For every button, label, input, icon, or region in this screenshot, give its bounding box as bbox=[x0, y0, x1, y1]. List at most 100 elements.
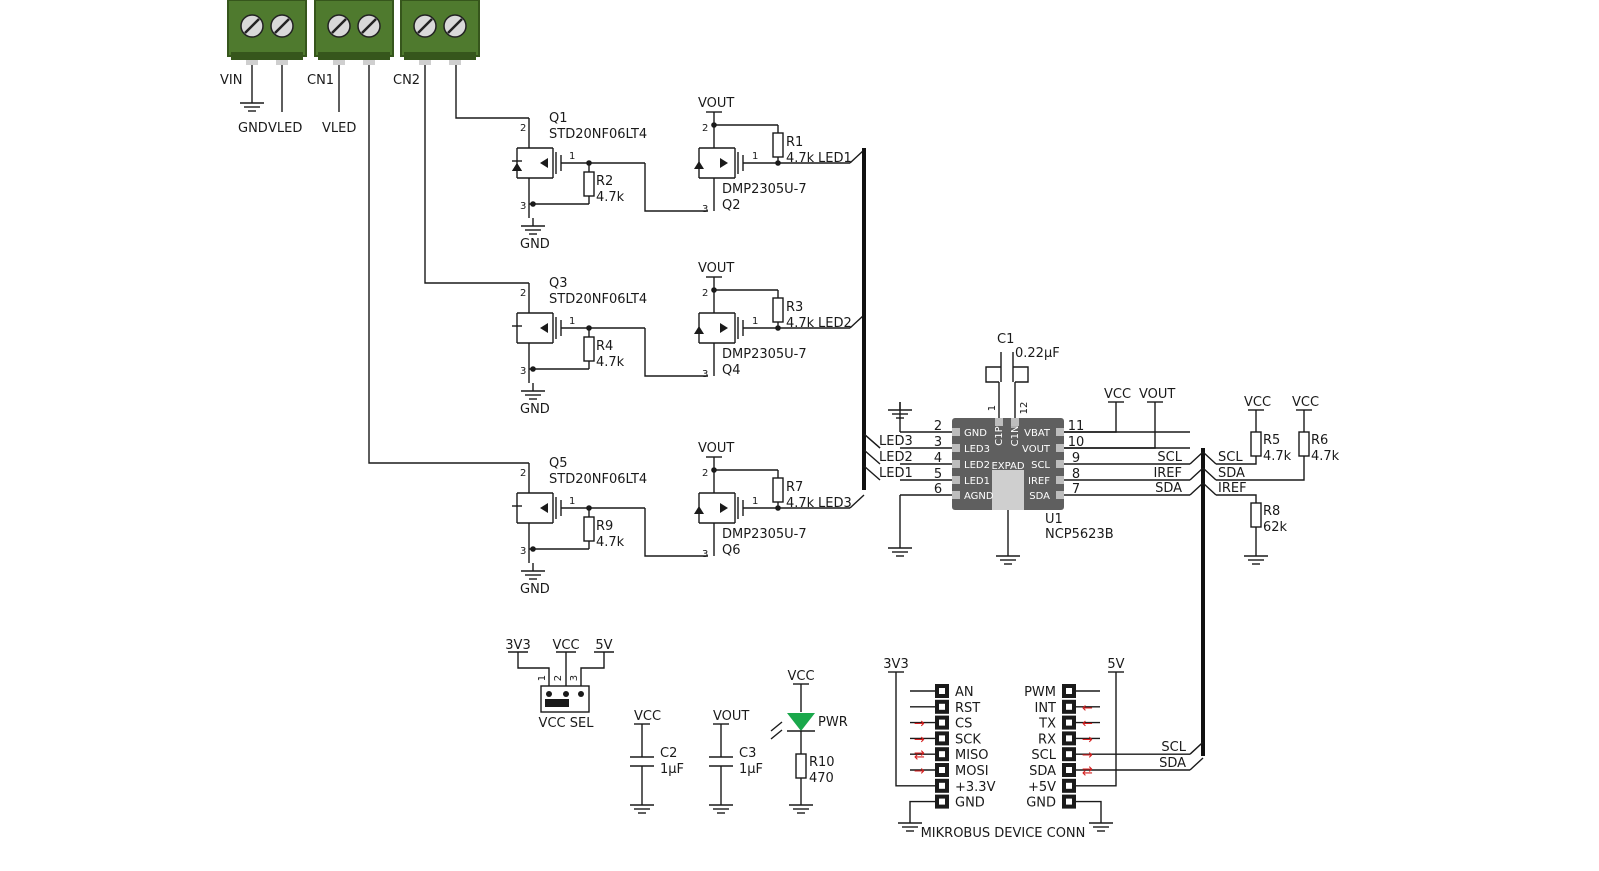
wire bbox=[863, 449, 881, 465]
arrow-icon: → bbox=[914, 764, 925, 779]
diode-icon bbox=[694, 326, 704, 334]
pin-number: 2 bbox=[520, 288, 526, 299]
pin-number: 6 bbox=[934, 482, 942, 497]
nfet-part: STD20NF06LT4 bbox=[549, 127, 647, 142]
pin-number: 1 bbox=[537, 675, 548, 681]
resistor-icon bbox=[772, 132, 784, 158]
wire bbox=[1189, 451, 1204, 465]
pin-number: 3 bbox=[520, 546, 526, 557]
nmos-icon bbox=[512, 147, 562, 179]
pfet-ref: Q2 bbox=[722, 198, 741, 213]
resistor-ref: R9 bbox=[596, 519, 613, 534]
wire bbox=[644, 163, 708, 212]
arrow-icon: → bbox=[914, 764, 925, 779]
pmos-icon bbox=[694, 147, 744, 179]
wire bbox=[1189, 467, 1204, 481]
wire bbox=[863, 465, 881, 481]
net-label: LED3 bbox=[818, 496, 852, 511]
mikrobus-pin-label: TX bbox=[1038, 717, 1056, 732]
capacitor-value: 1µF bbox=[660, 762, 684, 777]
ic-pin-name: LED3 bbox=[964, 444, 990, 455]
exposed-pad bbox=[992, 470, 1024, 510]
terminal-block-icon bbox=[226, 0, 308, 67]
arrow-icon: → bbox=[1082, 732, 1093, 747]
gnd-label: GND bbox=[520, 402, 550, 417]
wire bbox=[1189, 741, 1204, 755]
ground-icon bbox=[1243, 547, 1269, 565]
wire bbox=[1076, 800, 1102, 815]
gnd-label: GND bbox=[520, 237, 550, 252]
ic-pad bbox=[1056, 444, 1064, 452]
mikrobus-pin-label: +3.3V bbox=[955, 780, 996, 795]
header-pin-hole bbox=[1066, 703, 1072, 710]
net-label: SCL bbox=[1218, 450, 1243, 465]
net-label: LED3 bbox=[879, 434, 913, 449]
wire bbox=[770, 721, 783, 732]
capacitor-value: 1µF bbox=[739, 762, 763, 777]
capacitor-icon bbox=[630, 756, 654, 767]
arrow-icon: ⇄ bbox=[914, 748, 925, 763]
ic-pad bbox=[1056, 460, 1064, 468]
terminal-block-cn2: CN2 bbox=[393, 0, 481, 88]
junction-dot bbox=[775, 160, 781, 166]
ic-pin-name: VBAT bbox=[1024, 428, 1051, 439]
resistor-icon bbox=[1298, 431, 1310, 457]
led-body bbox=[787, 713, 815, 731]
net-label: LED2 bbox=[818, 316, 852, 331]
resistor-icon bbox=[583, 336, 595, 362]
pin-number: 2 bbox=[702, 468, 708, 479]
terminal-label: CN1 bbox=[307, 73, 334, 88]
pin-number: 7 bbox=[1072, 482, 1080, 497]
capacitor-ref: C3 bbox=[739, 746, 756, 761]
supply-label: 5V bbox=[595, 638, 612, 653]
ground-icon bbox=[897, 814, 923, 832]
pin-number: 11 bbox=[1068, 419, 1085, 434]
nfet-ref: Q5 bbox=[549, 456, 568, 471]
pin-number: 10 bbox=[1068, 435, 1085, 450]
supply-label: VOUT bbox=[1139, 387, 1175, 402]
mikrobus-pin-label: GND bbox=[1026, 796, 1056, 811]
header-pin-hole bbox=[939, 688, 945, 694]
resistor-ref: R1 bbox=[786, 135, 803, 150]
wire bbox=[1064, 402, 1156, 449]
ground-icon bbox=[629, 796, 655, 814]
arrow-icon bbox=[540, 323, 548, 333]
ic-pin-name: GND bbox=[964, 428, 987, 439]
header-pin-hole bbox=[939, 703, 945, 710]
wire bbox=[1202, 467, 1217, 481]
ic-pad bbox=[1056, 491, 1064, 499]
pin-number: 1 bbox=[569, 316, 575, 327]
resistor-ref: R6 bbox=[1311, 433, 1328, 448]
resistor-value: 470 bbox=[809, 771, 834, 786]
mikrobus-pin-label: SDA bbox=[1029, 764, 1056, 779]
wire bbox=[517, 652, 550, 692]
header-pin-hole bbox=[1066, 782, 1072, 789]
arrow-icon: → bbox=[1082, 748, 1093, 763]
capacitor-value: 0.22µF bbox=[1015, 346, 1060, 361]
mikrobus-pin-label: AN bbox=[955, 685, 974, 700]
pfet-part: DMP2305U-7 bbox=[722, 347, 807, 362]
mikrobus-pin-label: INT bbox=[1035, 701, 1057, 716]
resistor-ref: R8 bbox=[1263, 504, 1280, 519]
wire bbox=[580, 652, 605, 692]
ic-pad bbox=[952, 476, 960, 484]
pin-number: 1 bbox=[987, 405, 998, 411]
net-label: VLED bbox=[268, 121, 302, 136]
led-label: PWR bbox=[818, 715, 848, 730]
pin-number: 2 bbox=[934, 419, 942, 434]
arrow-icon bbox=[540, 503, 548, 513]
resistor-ref: R4 bbox=[596, 339, 613, 354]
pin-number: 2 bbox=[702, 288, 708, 299]
pin-number: 3 bbox=[520, 366, 526, 377]
ic-pad bbox=[1056, 476, 1064, 484]
junction-dot bbox=[775, 325, 781, 331]
wire bbox=[1189, 482, 1204, 496]
resistor-ref: R5 bbox=[1263, 433, 1280, 448]
mikrobus-pin-label: +5V bbox=[1028, 780, 1056, 795]
jumper-label: VCC SEL bbox=[539, 716, 595, 731]
wire bbox=[849, 494, 865, 509]
pin-number: 1 bbox=[752, 316, 758, 327]
ground-icon bbox=[520, 382, 546, 400]
